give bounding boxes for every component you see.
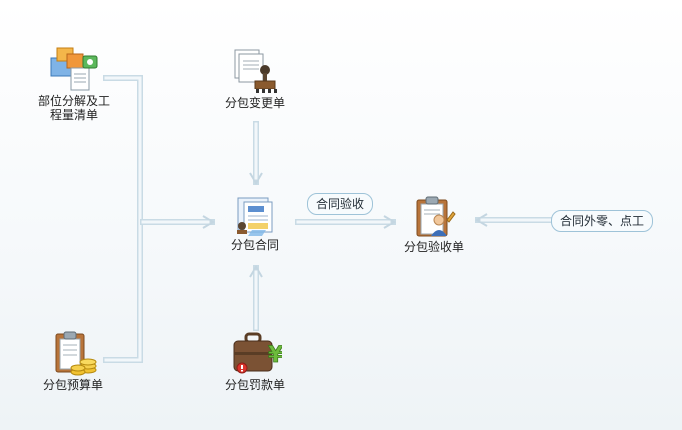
boxes-list-icon — [50, 47, 98, 91]
clipboard-coins-icon — [55, 331, 97, 376]
node-part-decomposition[interactable]: 部位分解及工 程量清单 — [24, 44, 124, 122]
extra-work-tag[interactable]: 合同外零、点工 — [551, 210, 654, 232]
node-budget[interactable]: 分包预算单 — [28, 330, 118, 392]
label-budget: 分包预算单 — [42, 378, 103, 392]
svg-text:¥: ¥ — [268, 343, 282, 368]
label-acceptance: 分包验收单 — [403, 240, 464, 254]
briefcase-yen-icon: ¥ — [233, 332, 282, 374]
node-penalty[interactable]: ¥ 分包罚款单 — [210, 330, 300, 392]
node-contract[interactable]: 分包合同 — [210, 194, 300, 252]
label-part-decomposition-line2: 程量清单 — [49, 108, 98, 122]
contract-acceptance-tag[interactable]: 合同验收 — [307, 193, 374, 215]
label-change-order: 分包变更单 — [224, 96, 285, 110]
contract-stamp-icon — [237, 197, 273, 236]
label-contract: 分包合同 — [230, 238, 279, 252]
documents-stamp-icon — [234, 49, 277, 93]
label-penalty: 分包罚款单 — [224, 378, 285, 392]
label-part-decomposition-line1: 部位分解及工 — [37, 94, 110, 108]
node-change-order[interactable]: 分包变更单 — [210, 46, 300, 110]
clipboard-user-icon — [416, 196, 456, 237]
node-acceptance[interactable]: 分包验收单 — [389, 194, 479, 254]
